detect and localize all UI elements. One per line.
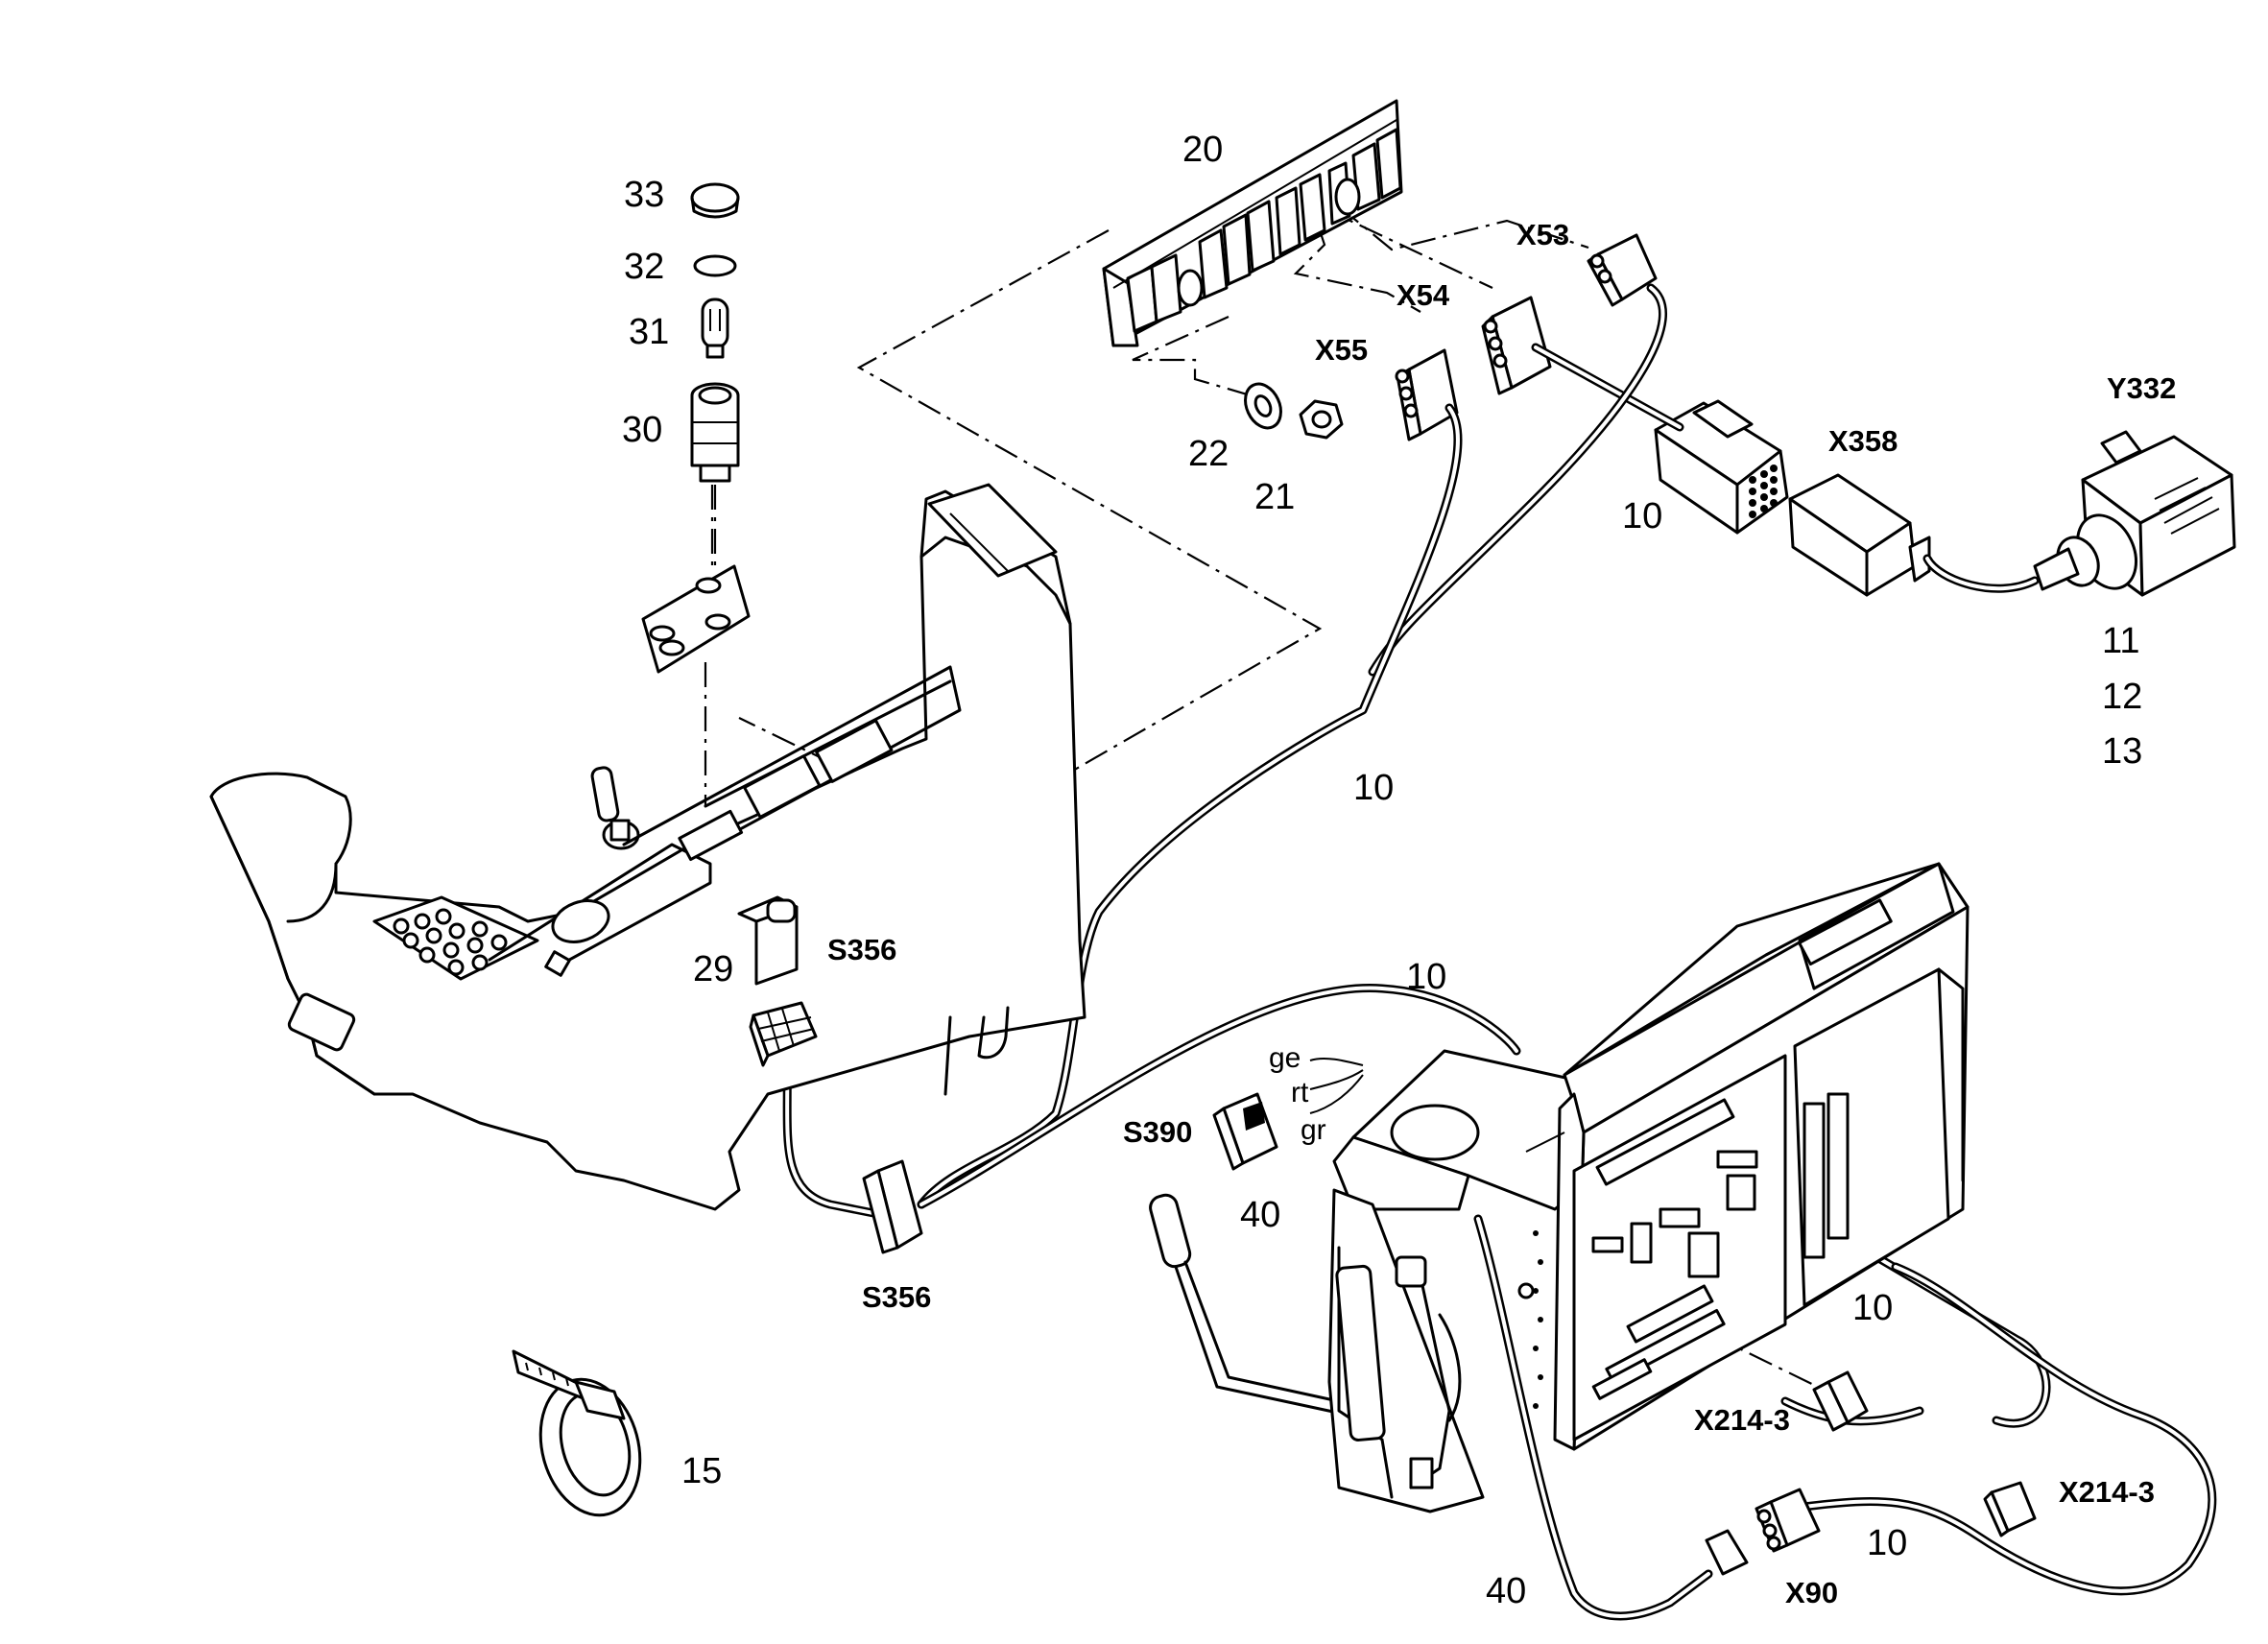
- label-10-bottom: 10: [1867, 1523, 1907, 1563]
- label-11: 11: [2102, 621, 2139, 661]
- lamp-panel-plate: [641, 564, 751, 674]
- label-33: 33: [624, 175, 664, 215]
- label-20: 20: [1182, 130, 1223, 170]
- connector-x358-socket: [1788, 473, 1931, 597]
- label-y332: Y332: [2107, 371, 2176, 405]
- lamp-holder: [690, 382, 740, 483]
- cable-harness: [782, 283, 2217, 1621]
- nut-part: [1299, 399, 1344, 440]
- label-s356-top: S356: [827, 933, 896, 966]
- label-30: 30: [622, 410, 662, 450]
- callout-labels: 20 33 32 31 30 22 21 X53 X54 X55 X358 Y3…: [622, 130, 2176, 1611]
- lamp-cap-part: [690, 182, 740, 219]
- label-10-center: 10: [1406, 957, 1446, 997]
- label-31: 31: [629, 312, 669, 352]
- label-ge: ge: [1269, 1042, 1301, 1074]
- control-unit-housing: [1327, 862, 1970, 1513]
- washer-part: [1244, 382, 1282, 430]
- side-panel-holes: [1517, 1230, 1543, 1409]
- connector-x54: [1481, 296, 1552, 395]
- label-x53: X53: [1516, 218, 1569, 251]
- joystick-lever: [590, 766, 640, 850]
- connector-s356-inline: [862, 1159, 923, 1254]
- lamp-o-ring: [693, 254, 737, 277]
- label-rt: rt: [1291, 1077, 1309, 1108]
- solenoid-y332: [2033, 430, 2236, 597]
- label-32: 32: [624, 247, 664, 287]
- label-22: 22: [1188, 434, 1229, 474]
- label-s390: S390: [1123, 1115, 1192, 1149]
- label-gr: gr: [1301, 1114, 1326, 1146]
- label-13: 13: [2102, 731, 2142, 772]
- label-x54: X54: [1397, 278, 1450, 312]
- label-40-bottom: 40: [1486, 1571, 1526, 1611]
- label-x90: X90: [1785, 1576, 1838, 1609]
- label-10-top: 10: [1622, 496, 1662, 536]
- label-x214-3-a: X214-3: [1694, 1403, 1790, 1437]
- label-x358: X358: [1828, 424, 1898, 458]
- connector-x214-3-b: [1983, 1481, 2037, 1537]
- switch-wires: [1309, 1057, 1364, 1114]
- connector-x53: [1587, 233, 1658, 307]
- label-x55: X55: [1315, 333, 1368, 367]
- switch-s356-top: [737, 895, 799, 986]
- control-console: [209, 483, 1086, 1211]
- switch-s390: [1212, 1092, 1278, 1171]
- connector-x214-3-a: [1812, 1370, 1869, 1432]
- circuit-board: [1572, 1054, 1787, 1441]
- label-10-right: 10: [1852, 1288, 1893, 1328]
- label-40-switch: 40: [1240, 1195, 1280, 1235]
- connector-x358-plug: [1654, 399, 1789, 535]
- cable-tie: [512, 1349, 642, 1517]
- connector-x90: [1705, 1488, 1821, 1576]
- console-top-panel: [372, 895, 539, 981]
- label-12: 12: [2102, 677, 2142, 717]
- label-29: 29: [693, 949, 733, 989]
- connector-x55: [1395, 348, 1459, 441]
- label-10-mid: 10: [1353, 768, 1394, 808]
- relay-socket-strip: [1102, 99, 1403, 347]
- label-x214-3-b: X214-3: [2059, 1475, 2155, 1509]
- label-s356-bottom: S356: [862, 1280, 931, 1314]
- label-15: 15: [681, 1451, 722, 1491]
- lamp-bulb: [701, 298, 729, 359]
- switch-s356-base: [749, 1001, 818, 1067]
- x358-pin-grid: [1749, 465, 1778, 518]
- label-21: 21: [1254, 477, 1295, 517]
